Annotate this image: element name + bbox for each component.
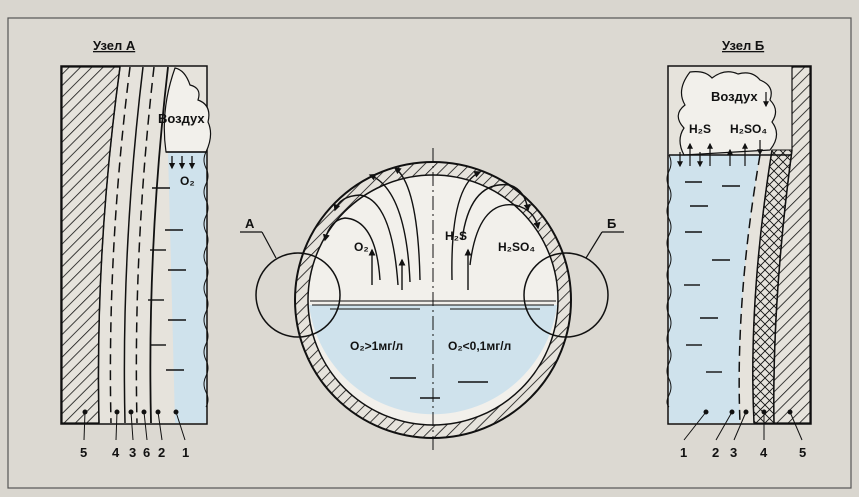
callout-a-label: А: [245, 216, 255, 231]
pipe-left-gas: O₂: [354, 240, 369, 254]
node-b: Узел Б Воздух H₂S H₂SO₄: [667, 38, 811, 460]
node-a-num-3: 3: [129, 445, 136, 460]
node-b-h2s-label: H₂S: [689, 122, 711, 136]
node-a-oxygen-label: O₂: [180, 174, 195, 188]
node-a-num-6: 6: [143, 445, 150, 460]
pipe-right-condition: O₂<0,1мг/л: [448, 339, 511, 353]
node-b-num-2: 2: [712, 445, 719, 460]
node-a-title: Узел А: [93, 38, 136, 53]
node-b-num-5: 5: [799, 445, 806, 460]
node-a-num-2: 2: [158, 445, 165, 460]
callout-b-label: Б: [607, 216, 616, 231]
node-b-num-3: 3: [730, 445, 737, 460]
node-b-title: Узел Б: [722, 38, 764, 53]
node-b-air: [678, 72, 776, 155]
node-a: Узел А Воздух O₂: [61, 38, 211, 460]
pipe-left-condition: O₂>1мг/л: [350, 339, 403, 353]
node-b-num-1: 1: [680, 445, 687, 460]
node-a-num-4: 4: [112, 445, 120, 460]
node-a-num-1: 1: [182, 445, 189, 460]
node-a-num-5: 5: [80, 445, 87, 460]
node-b-num-4: 4: [760, 445, 768, 460]
node-a-air-label: Воздух: [158, 111, 205, 126]
node-b-air-label: Воздух: [711, 89, 758, 104]
pipe-mid-gas: H₂S: [445, 229, 467, 243]
pipe-right-gas: H₂SO₄: [498, 240, 535, 254]
node-b-h2so4-label: H₂SO₄: [730, 122, 767, 136]
